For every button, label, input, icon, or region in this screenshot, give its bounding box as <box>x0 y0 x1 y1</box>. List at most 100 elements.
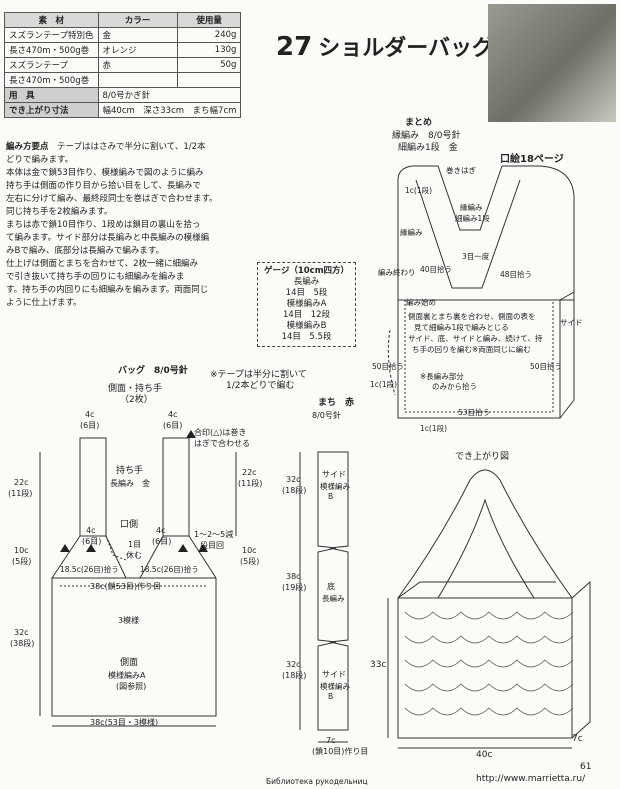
instructions: 編み方要点 テープははさみで半分に割いて、1/2本 どりで編みます。 本体は金で… <box>6 141 254 310</box>
page-number: 61 <box>580 762 592 772</box>
dim-label: (38段) <box>10 639 35 648</box>
dim-label: (18段) <box>282 486 307 495</box>
dim-label: (6目) <box>163 421 183 430</box>
matome-body: 見て細編み1段で編みとじる <box>414 323 509 332</box>
instruction-line: 左右に分けて編み、最終段同士を巻はぎで合わせます。 <box>6 194 218 204</box>
pattern-title: ショルダーバッグ <box>318 36 494 61</box>
bag-sub: 側面・持ち手 <box>108 384 163 394</box>
matome-label: 編み終わり <box>378 268 416 277</box>
scallop-pattern <box>404 611 574 716</box>
instruction-line: で引き抜いて持ち手の回りにも細編みを編みま <box>6 272 185 282</box>
dim-label: (鎖10目)作り目 <box>312 747 369 756</box>
dim-label: (11段) <box>238 479 263 488</box>
matome-label: 50目拾う <box>372 362 405 371</box>
matome-label: サイド <box>560 318 583 327</box>
tool-label: 用 具 <box>4 87 99 103</box>
dim-label: 7c <box>326 736 336 745</box>
center-label: 1目 <box>128 540 142 549</box>
dim-label: 22c <box>242 468 257 477</box>
finished-height: 33c <box>370 660 387 670</box>
dim-label: (6目) <box>82 537 102 546</box>
matome-outline-top <box>397 165 575 300</box>
matome-label: 1c(1段) <box>405 186 433 195</box>
machi-bottom: 底 <box>327 582 335 591</box>
decrease-note: 1〜2〜5減 <box>194 530 234 539</box>
finished-side <box>571 580 591 739</box>
dim-label: 38c(53目・3模様) <box>90 718 159 727</box>
matome-label: 3目一度 <box>462 252 490 261</box>
handle-stitch: 長編み 金 <box>110 479 150 488</box>
gauge-line: 模様編みA <box>286 299 327 309</box>
handle-label: 持ち手 <box>116 466 144 476</box>
matome-note: のみから拾う <box>432 382 477 391</box>
matome-label: 1c(1段) <box>420 424 448 433</box>
machi-side: サイド <box>322 670 346 679</box>
dim-label: (5段) <box>12 557 32 566</box>
dim-label: 10c <box>242 546 257 555</box>
machi-side-st: B <box>328 492 334 501</box>
finished-handle-outer <box>397 469 573 599</box>
handle-inner-l <box>105 535 127 561</box>
matome-label: 縁編み <box>460 203 483 212</box>
handle-right <box>162 437 190 537</box>
matome-sub1: 縁編み 8/0号針 <box>392 131 461 141</box>
finished-handle-inner <box>437 498 535 599</box>
cell: 50g <box>176 57 242 73</box>
instruction-line: みBで編み、底部分は長編みで編みます。 <box>6 246 164 256</box>
gauge-line: 14目 12段 <box>282 310 331 320</box>
side-label: 側面 <box>120 658 139 668</box>
finished-depth: 7c <box>572 734 583 744</box>
matome-label: 50目拾う <box>530 362 563 371</box>
matome-label: 1c(1段) <box>370 380 398 389</box>
dim-label: 32c <box>286 475 301 484</box>
instruction-line: す。持ち手の内回りにも細編みを編みます。両面同じ <box>6 285 209 295</box>
gauge-box: ゲージ（10cm四方） 長編み 14目 5段 模様編みA 14目 12段 模様編… <box>257 262 357 347</box>
machi-needle: 8/0号針 <box>312 411 341 420</box>
dim-label: 4c <box>85 410 95 419</box>
matome-label: 巻きはぎ <box>446 166 476 175</box>
aiin-note: 合印(△)は巻き <box>194 428 247 437</box>
instruction-line: ように仕上げます。 <box>6 298 82 308</box>
matome-label: 48目拾う <box>500 270 533 279</box>
dim-label: (19段) <box>282 583 307 592</box>
chain-label: 38c(鎖53目)作り目 <box>90 582 161 591</box>
gauge-line: 模様編みB <box>286 321 327 331</box>
size-label: でき上がり寸法 <box>4 102 99 118</box>
pattern-repeat: 3模様 <box>118 616 140 625</box>
machi-title: まち 赤 <box>318 398 355 408</box>
matome-title: まとめ <box>405 118 433 128</box>
instruction-line: 同じ持ち手を2枚編みます。 <box>6 207 113 217</box>
aiin-note: はぎで合わせる <box>194 439 250 448</box>
handle-taper <box>51 535 217 579</box>
matome-label: 編み始め <box>406 298 436 307</box>
pick-label: 18.5c(26目)拾う <box>60 565 119 574</box>
matome-body: ち手の回りを編む※両面同じに編む <box>412 345 531 354</box>
kuchigawa-label: 口側 <box>120 520 139 530</box>
machi-strip <box>317 451 349 731</box>
dim-label: 4c <box>156 526 166 535</box>
instruction-line: まちは赤で鎖10目作り、1段めは鎖目の裏山を拾っ <box>6 220 201 230</box>
size-value: 幅40cm 深さ33cm まち幅7cm <box>97 102 242 118</box>
dim-label: 38c <box>286 572 301 581</box>
matome-body: 側面裏とまち裏を合わせ、側面の表を <box>408 312 536 321</box>
finished-top-back <box>397 581 556 599</box>
instruction-line: 持ち手は側面の作り目から拾い目をして、長編みで <box>6 181 201 191</box>
decrease-note: 段目回 <box>200 541 224 550</box>
instruction-line: 本体は金で鎖53目作り、模様編みで図のように編み <box>6 168 204 178</box>
matome-side <box>559 291 575 419</box>
dim-label: 10c <box>14 546 29 555</box>
col-header: カラー <box>97 12 178 28</box>
dim-label: 4c <box>168 410 178 419</box>
matome-sub2: 細編み1段 金 <box>398 143 458 153</box>
bag-note: 1/2本どりで編む <box>226 381 295 391</box>
dim-label: (5段) <box>240 557 260 566</box>
instruction-line: て編みます。サイド部分は長編みと中長編みの模様編 <box>6 233 210 243</box>
bag-side-panel <box>51 577 217 717</box>
bag-note: ※テープは半分に割いて <box>210 370 307 380</box>
watermark-url: http://www.marrietta.ru/ <box>476 774 586 784</box>
instruction-line: どりで編みます。 <box>6 155 74 165</box>
dim-label: 4c <box>86 526 96 535</box>
machi-side-st: 模様編み <box>320 482 350 491</box>
